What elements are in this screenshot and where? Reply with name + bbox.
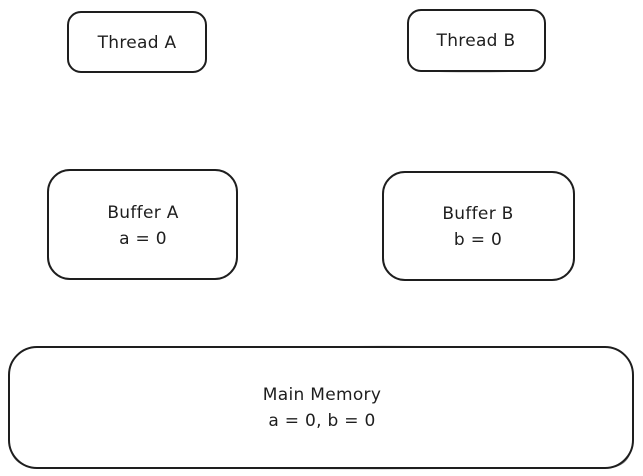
main-memory-title: Main Memory — [263, 385, 381, 405]
thread-b-node: Thread B — [407, 9, 546, 73]
main-memory-value: a = 0, b = 0 — [268, 411, 375, 431]
thread-b-box — [407, 9, 546, 72]
buffer-b-value: b = 0 — [454, 230, 502, 250]
buffer-a-title: Buffer A — [107, 203, 178, 223]
thread-a-label: Thread A — [97, 33, 177, 53]
buffer-a-value: a = 0 — [119, 229, 167, 249]
main-memory-node: Main Memory a = 0, b = 0 — [8, 345, 634, 470]
thread-b-label: Thread B — [436, 31, 516, 51]
buffer-b-title: Buffer B — [442, 204, 513, 224]
thread-a-box — [67, 11, 207, 73]
buffer-b-box — [382, 171, 575, 281]
buffer-b-node: Buffer B b = 0 — [382, 171, 575, 281]
thread-a-node: Thread A — [67, 11, 207, 73]
main-memory-box — [8, 346, 634, 469]
buffer-a-node: Buffer A a = 0 — [47, 169, 238, 280]
buffer-a-box — [47, 169, 238, 280]
